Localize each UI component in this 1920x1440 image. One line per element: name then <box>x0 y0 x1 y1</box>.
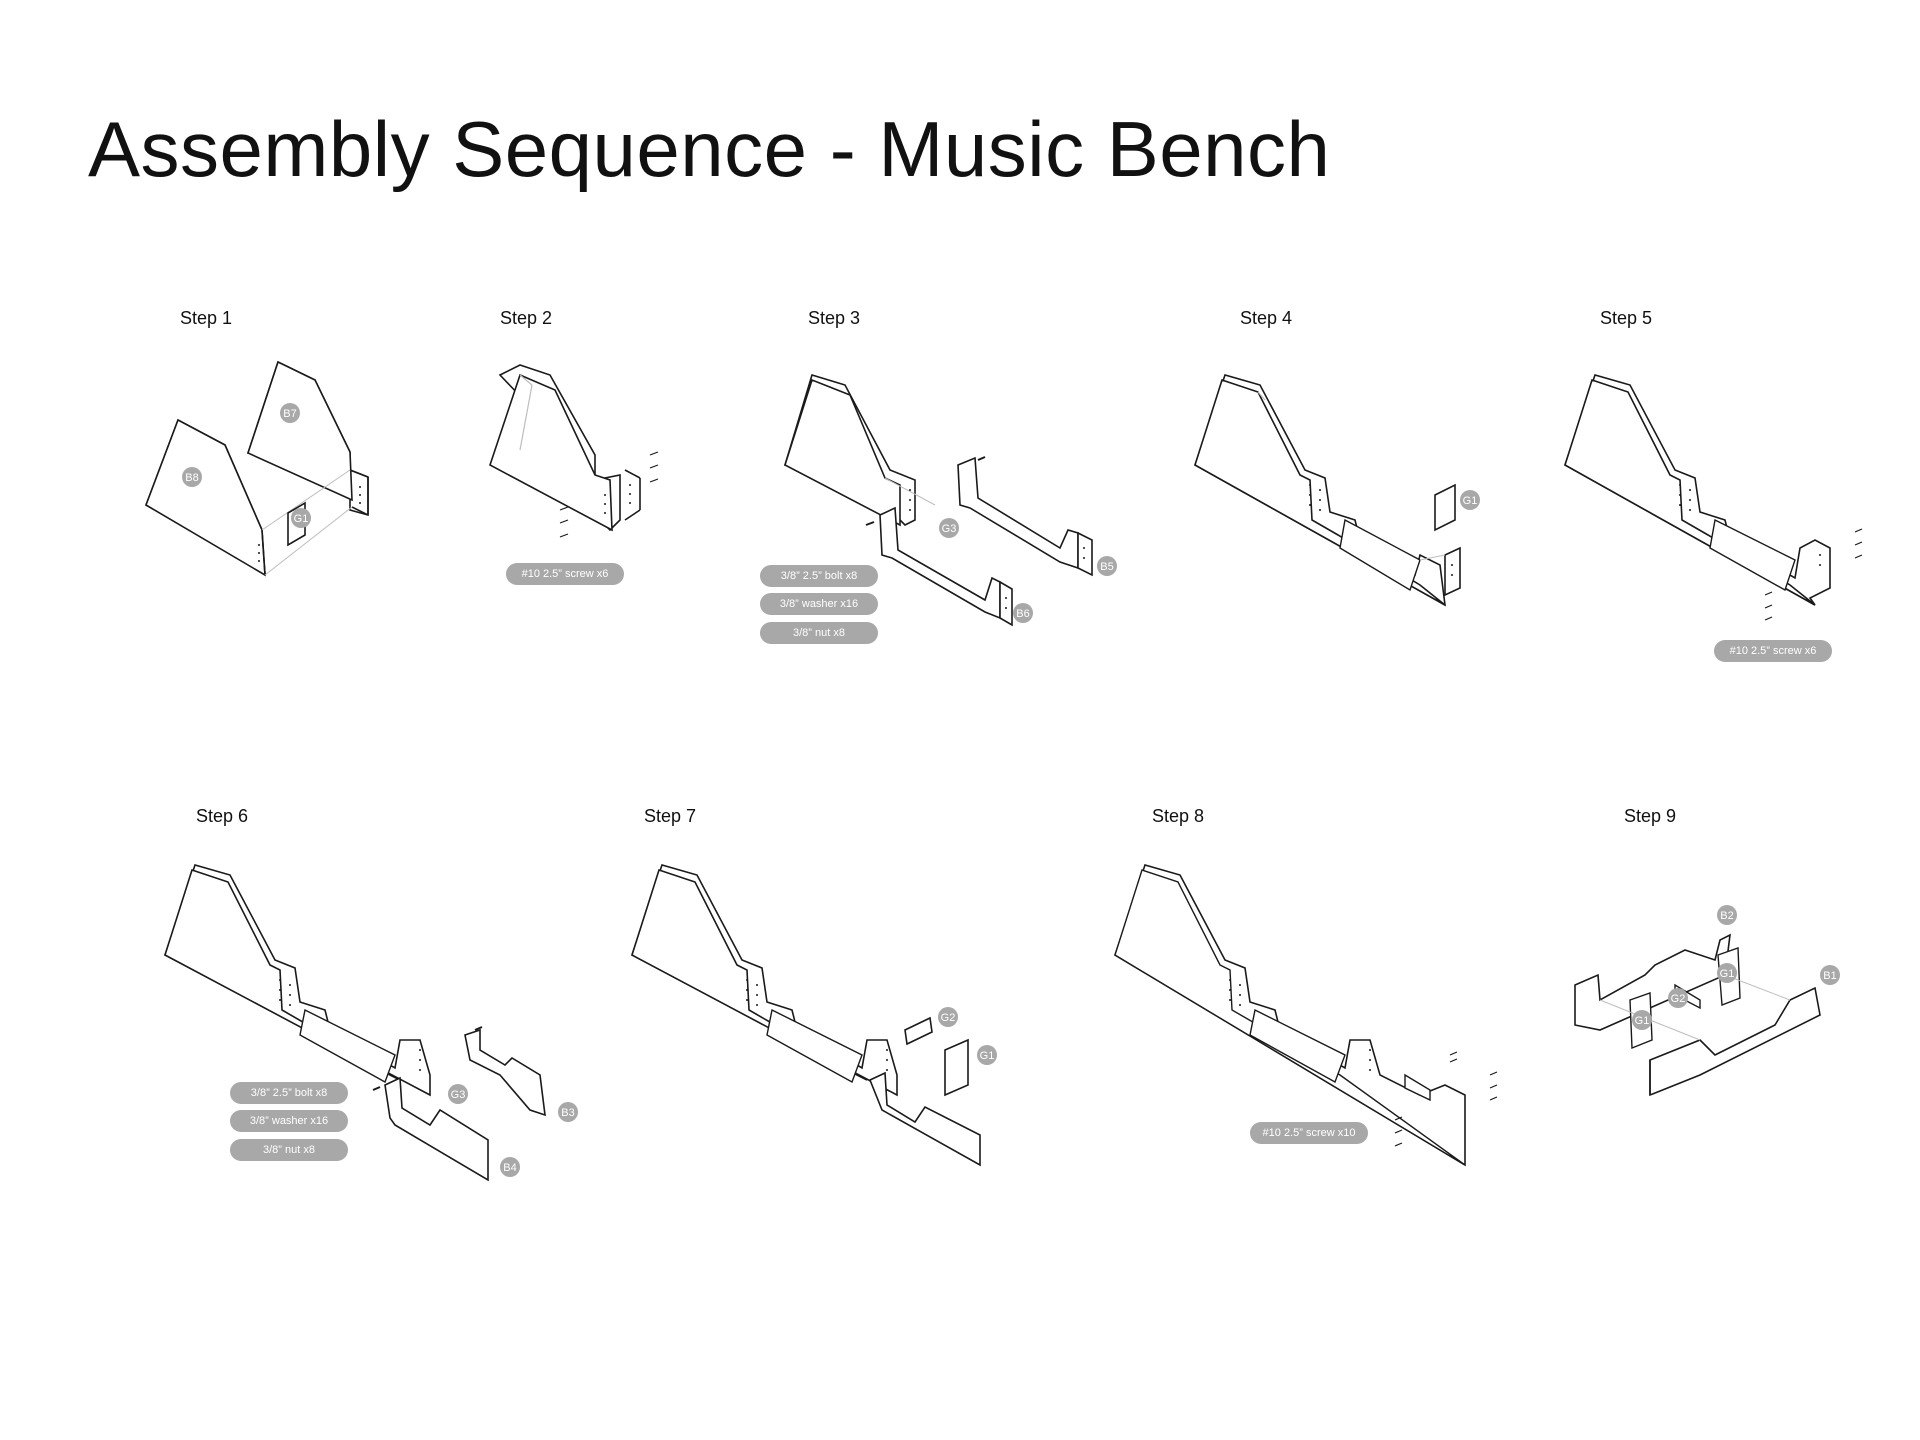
step-1-tag-b8-text: B8 <box>185 472 198 484</box>
step-9-tag-b1: B1 <box>1820 965 1840 985</box>
step-8-label: Step 8 <box>1152 806 1205 826</box>
step-4-tag-g1: G1 <box>1460 490 1480 510</box>
step-6-label: Step 6 <box>196 806 249 826</box>
step-7-label: Step 7 <box>644 806 697 826</box>
step-9-diagram: B2 G1 B1 G2 G1 <box>1574 905 1840 1097</box>
step-6-tag-g3-text: G3 <box>451 1089 466 1101</box>
step-7-diagram: G2 G1 <box>631 864 997 1167</box>
step-3-hardware-bolt: 3/8” 2.5” bolt x8 <box>760 565 878 587</box>
step-6-hardware-washer: 3/8” washer x16 <box>230 1110 348 1132</box>
step-3-tag-b6: B6 <box>1013 603 1033 623</box>
step-9-tag-g1-right-text: G1 <box>1720 968 1735 980</box>
step-6-tag-b3: B3 <box>558 1102 578 1122</box>
step-5-label: Step 5 <box>1600 308 1653 328</box>
step-7-tag-g1-text: G1 <box>980 1050 995 1062</box>
step-1-tag-g1-text: G1 <box>294 513 309 525</box>
step-4-diagram: G1 <box>1194 374 1480 607</box>
step-9-tag-g1-right: G1 <box>1717 963 1737 983</box>
step-3-tag-b6-text: B6 <box>1016 608 1029 620</box>
step-7-tag-g2-text: G2 <box>941 1012 956 1024</box>
step-1-tag-b8: B8 <box>182 467 202 487</box>
step-7-tag-g1: G1 <box>977 1045 997 1065</box>
step-1-tag-g1: G1 <box>291 508 311 528</box>
step-3-tag-b5: B5 <box>1097 556 1117 576</box>
step-8-diagram <box>1114 864 1498 1167</box>
step-1-tag-b7-text: B7 <box>283 408 296 420</box>
step-6-tag-b4-text: B4 <box>503 1162 516 1174</box>
step-3-diagram: G3 B5 B6 <box>783 374 1117 627</box>
step-2-label: Step 2 <box>500 308 553 328</box>
step-3-label: Step 3 <box>808 308 861 328</box>
step-4-label: Step 4 <box>1240 308 1293 328</box>
step-1-diagram: B7 B8 G1 <box>145 360 369 577</box>
step-2-diagram <box>489 364 659 538</box>
step-2-hardware-screw: #10 2.5” screw x6 <box>506 563 624 585</box>
step-3-hardware-washer: 3/8” washer x16 <box>760 593 878 615</box>
step-9-label: Step 9 <box>1624 806 1677 826</box>
step-8-hardware-screw: #10 2.5” screw x10 <box>1250 1122 1368 1144</box>
step-6-diagram: G3 B3 B4 <box>164 864 578 1182</box>
step-9-tag-b1-text: B1 <box>1823 970 1836 982</box>
step-3-tag-g3: G3 <box>939 518 959 538</box>
step-9-tag-g2-text: G2 <box>1671 993 1686 1005</box>
step-6-tag-b4: B4 <box>500 1157 520 1177</box>
step-7-tag-g2: G2 <box>938 1007 958 1027</box>
step-9-tag-g2: G2 <box>1668 988 1688 1008</box>
step-4-tag-g1-text: G1 <box>1463 495 1478 507</box>
step-6-hardware-bolt: 3/8” 2.5” bolt x8 <box>230 1082 348 1104</box>
step-6-tag-g3: G3 <box>448 1084 468 1104</box>
step-3-hardware-nut: 3/8” nut x8 <box>760 622 878 644</box>
step-5-diagram <box>1564 374 1863 621</box>
step-1-label: Step 1 <box>180 308 233 328</box>
step-6-tag-b3-text: B3 <box>561 1107 574 1119</box>
step-9-tag-b2: B2 <box>1717 905 1737 925</box>
step-3-tag-b5-text: B5 <box>1100 561 1113 573</box>
step-9-tag-g1-left: G1 <box>1632 1010 1652 1030</box>
step-3-tag-g3-text: G3 <box>942 523 957 535</box>
step-6-hardware-nut: 3/8” nut x8 <box>230 1139 348 1161</box>
step-5-hardware-screw: #10 2.5” screw x6 <box>1714 640 1832 662</box>
step-1-tag-b7: B7 <box>280 403 300 423</box>
page-title: Assembly Sequence - Music Bench <box>88 105 1331 193</box>
step-9-tag-b2-text: B2 <box>1720 910 1733 922</box>
step-9-tag-g1-left-text: G1 <box>1635 1015 1650 1027</box>
